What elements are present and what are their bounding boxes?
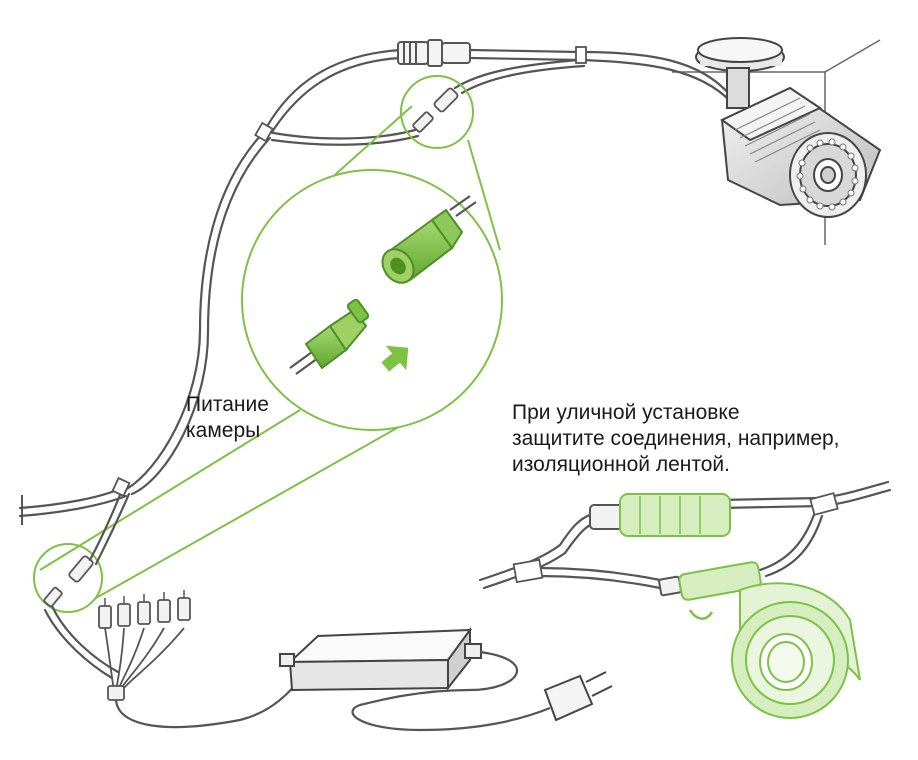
camera-icon [695, 37, 882, 218]
small-power-socket [43, 555, 94, 608]
outdoor-note-line-1: При уличной установке [512, 401, 740, 424]
outdoor-installation-note: При уличной установке защитите соединени… [512, 400, 912, 478]
cable-splitter-outdoor [512, 558, 544, 584]
outdoor-note-line-3: изоляционной лентой. [512, 453, 730, 476]
power-adapter-icon [279, 626, 482, 692]
power-plug-icon [543, 671, 613, 722]
outdoor-note-line-2: защитите соединения, например, [512, 427, 840, 450]
wrap-arrow-icon [688, 609, 714, 620]
insert-arrow-icon [381, 345, 409, 372]
power-adapter-cable [114, 669, 306, 729]
camera-power-label-line-1: Питание [186, 393, 269, 416]
cable-splitter-outdoor-right [809, 492, 839, 516]
cable-splitter [254, 121, 274, 143]
top-bnc-connector [397, 39, 471, 67]
cable-clip-lower [111, 476, 131, 498]
mains-cable [351, 650, 551, 732]
zoomed-dc-connectors [289, 195, 477, 375]
taped-bnc-connector [589, 493, 731, 537]
rca-connectors [98, 590, 191, 701]
cable-clip [575, 46, 587, 64]
camera-cable [123, 48, 732, 496]
power-cable-left [18, 486, 131, 680]
small-power-plug [412, 87, 459, 133]
camera-power-label: Питание камеры [186, 392, 306, 444]
tape-roll-icon [731, 582, 861, 719]
camera-ir-leds [796, 138, 859, 211]
camera-power-label-line-2: камеры [186, 419, 261, 442]
